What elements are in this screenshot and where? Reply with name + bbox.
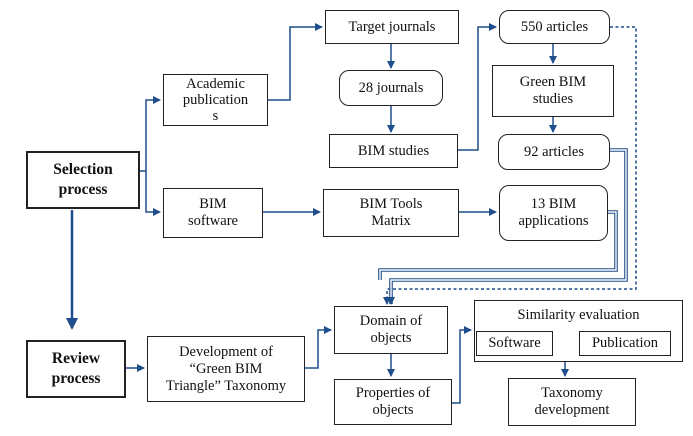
arrow-selection-to-bim-software xyxy=(145,171,161,216)
review-process-box: Review process xyxy=(26,340,126,398)
green-bim-studies-box: Green BIM studies xyxy=(492,65,614,117)
domain-of-objects-box: Domain of objects xyxy=(334,306,448,354)
bim-tools-matrix-box: BIM Tools Matrix xyxy=(323,189,459,237)
selection-process-box: Selection process xyxy=(26,151,140,209)
550-articles-box: 550 articles xyxy=(499,10,610,44)
similarity-evaluation-title: Similarity evaluation xyxy=(517,307,640,323)
arrow-triangle-to-domain xyxy=(305,326,332,369)
92-articles-box: 92 articles xyxy=(498,134,610,170)
13-bim-applications-box: 13 BIM applications xyxy=(499,185,608,241)
arrow-selection-to-academic xyxy=(140,96,161,172)
taxonomy-development-box: Taxonomy development xyxy=(508,378,636,426)
arrow-550-to-domain-dashed xyxy=(383,26,637,305)
bim-software-box: BIM software xyxy=(163,188,263,238)
green-bim-triangle-box: Development of “Green BIM Triangle” Taxo… xyxy=(147,336,305,402)
software-box: Software xyxy=(476,331,553,356)
academic-publications-box: Academic publication s xyxy=(163,74,268,126)
arrow-properties-to-similarity xyxy=(452,326,472,404)
properties-of-objects-box: Properties of objects xyxy=(334,379,452,425)
arrow-bimstudies-to-550 xyxy=(458,23,497,151)
target-journals-box: Target journals xyxy=(325,10,459,44)
publication-box: Publication xyxy=(579,331,671,356)
bim-studies-box: BIM studies xyxy=(329,134,458,168)
arrow-academic-to-target xyxy=(268,23,323,101)
28-journals-box: 28 journals xyxy=(339,70,443,106)
